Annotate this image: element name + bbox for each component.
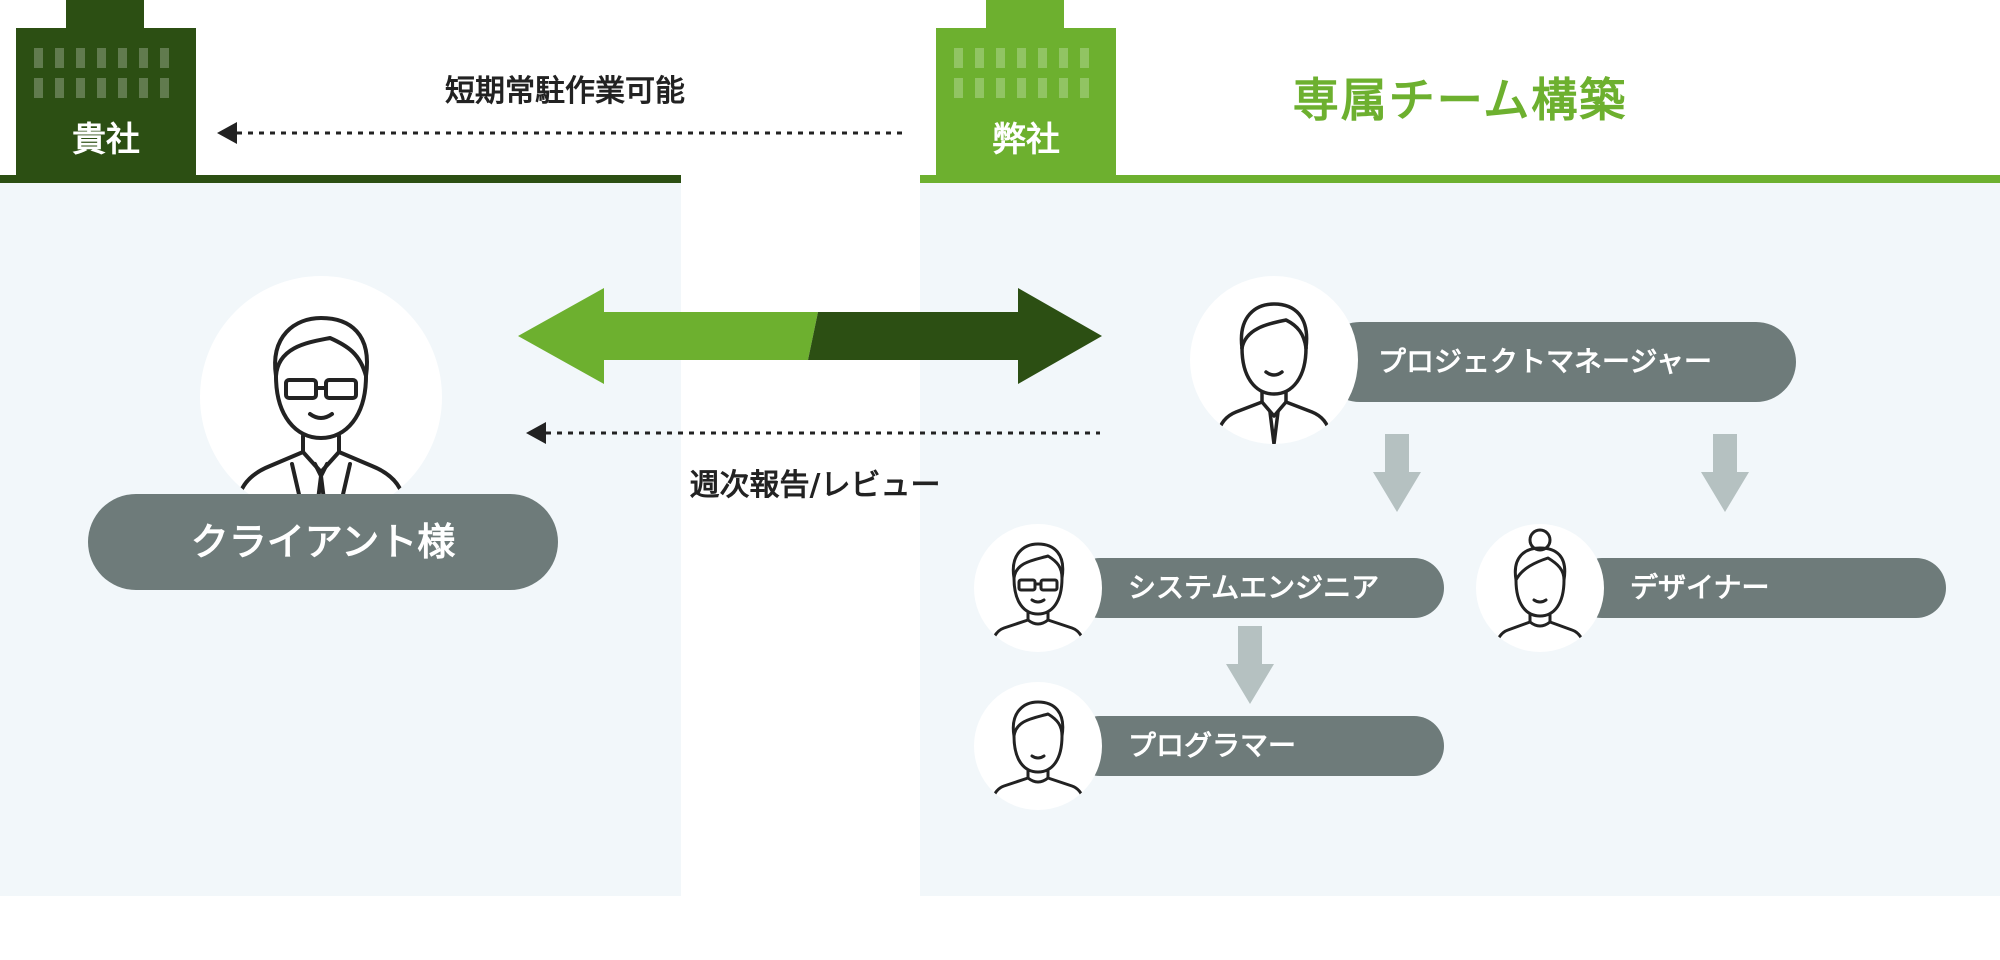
down-arrow-icon	[1701, 434, 1749, 512]
report-dotted-arrow	[526, 422, 1100, 444]
window-mark	[975, 48, 984, 68]
designer-pill: デザイナー	[1572, 558, 1946, 618]
window-mark	[996, 48, 1005, 68]
team-title: 専属チーム構築	[1292, 73, 1628, 127]
man-tie-icon	[1216, 302, 1332, 444]
window-mark	[139, 78, 148, 98]
onsite-label: 短期常駐作業可能	[445, 74, 685, 109]
window-mark	[97, 48, 106, 68]
client-baseline	[0, 175, 681, 183]
arrow-right-segment	[808, 288, 1102, 384]
designer-avatar	[1476, 524, 1604, 652]
window-mark	[160, 78, 169, 98]
window-mark	[55, 78, 64, 98]
down-arrow-icon	[1226, 626, 1274, 704]
window-mark	[1017, 48, 1026, 68]
window-mark	[954, 48, 963, 68]
arrow-head-left-icon	[217, 122, 237, 144]
window-mark	[139, 48, 148, 68]
window-mark	[97, 78, 106, 98]
system-engineer-pill: システムエンジニア	[1070, 558, 1444, 618]
businessman-glasses-icon	[236, 316, 406, 518]
window-mark	[954, 78, 963, 98]
man-icon	[990, 700, 1086, 802]
our-company-panel	[920, 182, 2000, 896]
arrow-left-segment	[518, 288, 818, 384]
programmer-pill: プログラマー	[1070, 716, 1444, 776]
window-mark	[76, 78, 85, 98]
window-mark	[1038, 78, 1047, 98]
report-label: 週次報告/レビュー	[689, 468, 941, 503]
our-building-label: 弊社	[992, 120, 1060, 160]
window-mark	[34, 48, 43, 68]
programmer-avatar	[974, 682, 1102, 810]
woman-bun-icon	[1494, 528, 1586, 646]
window-mark	[55, 48, 64, 68]
arrow-head-left-icon	[526, 422, 546, 444]
man-glasses-icon	[990, 542, 1086, 644]
window-mark	[975, 78, 984, 98]
client-label-pill: クライアント様	[88, 494, 558, 590]
window-mark	[1038, 48, 1047, 68]
project-manager-pill: プロジェクトマネージャー	[1320, 322, 1796, 402]
our-company-baseline	[920, 175, 2000, 183]
down-arrow-icon	[1373, 434, 1421, 512]
window-mark	[1080, 48, 1089, 68]
window-mark	[1080, 78, 1089, 98]
window-mark	[118, 48, 127, 68]
onsite-dotted-arrow	[217, 122, 905, 144]
window-mark	[996, 78, 1005, 98]
window-mark	[34, 78, 43, 98]
window-mark	[118, 78, 127, 98]
window-mark	[1017, 78, 1026, 98]
system-engineer-avatar	[974, 524, 1102, 652]
collaboration-double-arrow	[518, 288, 1102, 384]
project-manager-avatar	[1190, 276, 1358, 444]
client-building-label: 貴社	[72, 120, 140, 160]
window-mark	[76, 48, 85, 68]
window-mark	[160, 48, 169, 68]
window-mark	[1059, 78, 1068, 98]
client-avatar	[200, 276, 442, 518]
window-mark	[1059, 48, 1068, 68]
